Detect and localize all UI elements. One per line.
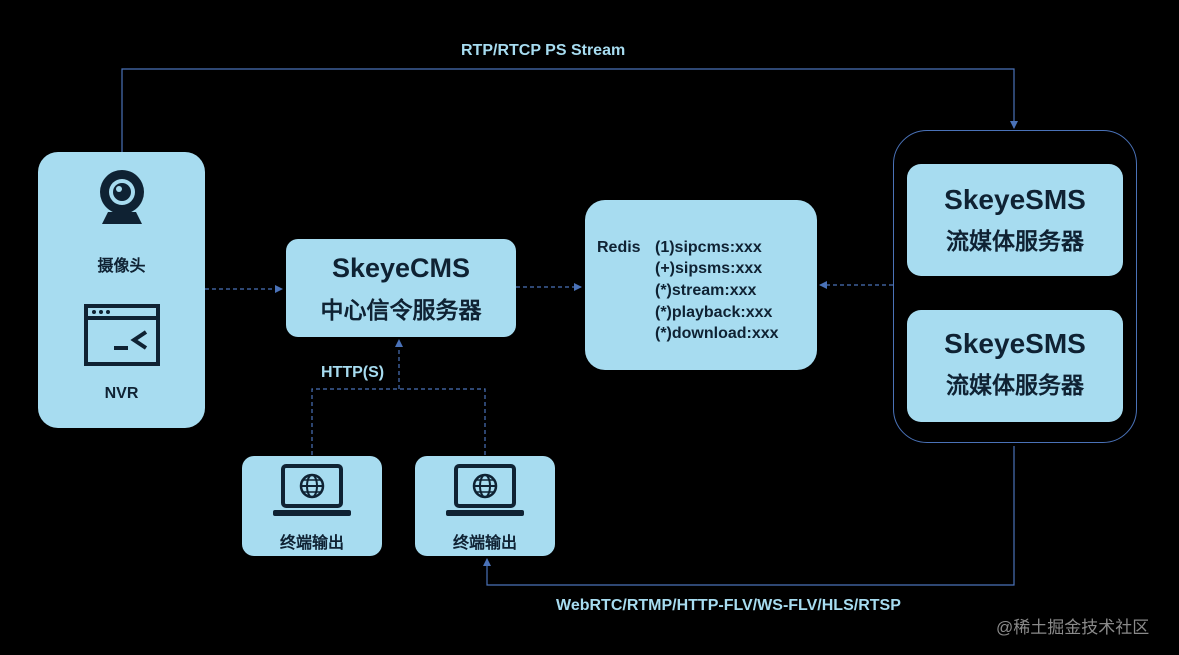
terminal-label-1: 终端输出 xyxy=(279,535,344,552)
redis-key-2: (+)sipsms:xxx xyxy=(655,260,763,277)
sms-cluster xyxy=(893,130,1137,443)
cms-subtitle: 中心信令服务器 xyxy=(320,297,482,323)
sms-title-2: SkeyeSMS xyxy=(944,328,1086,359)
devices-panel: 摄像头 NVR xyxy=(38,152,205,428)
sms-server-box-2: SkeyeSMS 流媒体服务器 xyxy=(907,310,1123,422)
sms-title-1: SkeyeSMS xyxy=(944,184,1086,215)
terminal-box-2: 终端输出 xyxy=(415,456,555,556)
laptop-globe-icon xyxy=(446,464,524,516)
redis-key-5: (*)download:xxx xyxy=(655,325,779,342)
camera-icon xyxy=(100,170,144,224)
redis-box: Redis (1)sipcms:xxx (+)sipsms:xxx (*)str… xyxy=(585,200,817,370)
watermark: @稀土掘金技术社区 xyxy=(996,618,1150,637)
terminal-box-1: 终端输出 xyxy=(242,456,382,556)
laptop-globe-icon xyxy=(273,464,351,516)
cms-title: SkeyeCMS xyxy=(331,253,471,283)
redis-key-3: (*)stream:xxx xyxy=(655,282,757,299)
camera-label: 摄像头 xyxy=(97,258,146,275)
terminal-label-2: 终端输出 xyxy=(452,535,517,552)
sms-server-box-1: SkeyeSMS 流媒体服务器 xyxy=(907,164,1123,276)
http-label: HTTP(S) xyxy=(321,364,385,381)
rtp-stream-line xyxy=(121,68,1018,163)
redis-key-1: (1)sipcms:xxx xyxy=(655,239,762,256)
output-stream-label: WebRTC/RTMP/HTTP-FLV/WS-FLV/HLS/RTSP xyxy=(556,597,901,614)
redis-label: Redis xyxy=(597,239,641,256)
nvr-terminal-icon xyxy=(84,304,160,366)
rtp-stream-label: RTP/RTCP PS Stream xyxy=(461,42,626,59)
nvr-label: NVR xyxy=(104,385,139,402)
output-stream-line xyxy=(483,446,1015,586)
terminal1-http-line xyxy=(311,388,486,455)
sms-subtitle-2: 流媒体服务器 xyxy=(946,372,1084,398)
redis-key-4: (*)playback:xxx xyxy=(655,304,773,321)
cms-server-box: SkeyeCMS 中心信令服务器 xyxy=(286,239,516,337)
sms-subtitle-1: 流媒体服务器 xyxy=(946,228,1084,254)
